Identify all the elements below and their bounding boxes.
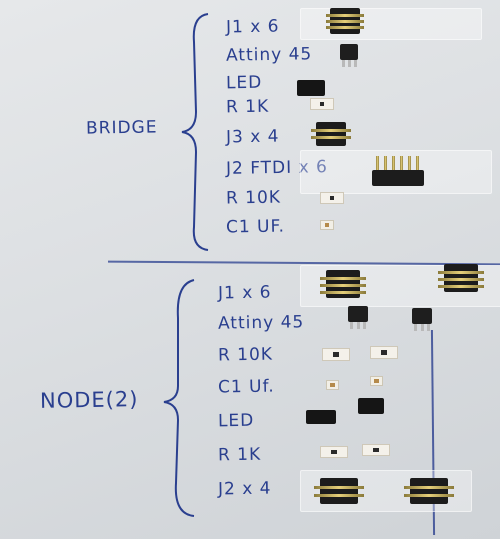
brace-node	[163, 279, 195, 517]
node-item-attiny: Attiny 45	[217, 312, 305, 334]
node-item-led: LED	[217, 410, 255, 432]
component-pin-header	[320, 270, 366, 298]
bridge-item-c1: C1 UF.	[225, 216, 286, 238]
node-item-j1: J1 x 6	[217, 282, 272, 304]
bridge-item-j1: J1 x 6	[225, 16, 280, 38]
component-ic-chip	[412, 308, 432, 331]
component-pin-header	[438, 264, 484, 292]
component-capacitor	[320, 220, 334, 230]
tape-strip	[300, 8, 482, 40]
node-item-c1: C1 Uf.	[217, 376, 275, 398]
group-label-node: NODE(2)	[39, 387, 139, 413]
brace-bridge	[181, 13, 209, 251]
node-item-r10k: R 10K	[217, 344, 274, 366]
bridge-item-j3: J3 x 4	[225, 126, 280, 148]
bridge-item-r10k: R 10K	[225, 187, 282, 209]
component-capacitor	[326, 380, 339, 390]
component-resistor	[370, 346, 398, 359]
component-led	[358, 398, 384, 414]
component-pin-header	[314, 478, 364, 504]
component-resistor	[320, 446, 348, 458]
component-ftdi-header	[372, 156, 424, 186]
node-item-j2: J2 x 4	[217, 478, 272, 500]
component-capacitor	[370, 376, 383, 386]
component-pin-header	[326, 8, 364, 34]
component-led	[306, 410, 336, 424]
component-pin-header	[311, 122, 351, 146]
node-item-r1k: R 1K	[217, 444, 262, 466]
bridge-item-attiny: Attiny 45	[225, 44, 313, 66]
component-resistor	[362, 444, 390, 456]
component-led	[297, 80, 325, 96]
component-resistor	[310, 98, 334, 110]
component-pin-header	[404, 478, 454, 504]
component-resistor	[320, 192, 344, 204]
component-resistor	[322, 348, 350, 361]
bridge-item-r1k: R 1K	[225, 96, 270, 118]
component-ic-chip	[348, 306, 368, 329]
group-label-bridge: BRIDGE	[85, 117, 158, 139]
bridge-item-led: LED	[225, 72, 263, 94]
component-ic-chip	[340, 44, 358, 67]
